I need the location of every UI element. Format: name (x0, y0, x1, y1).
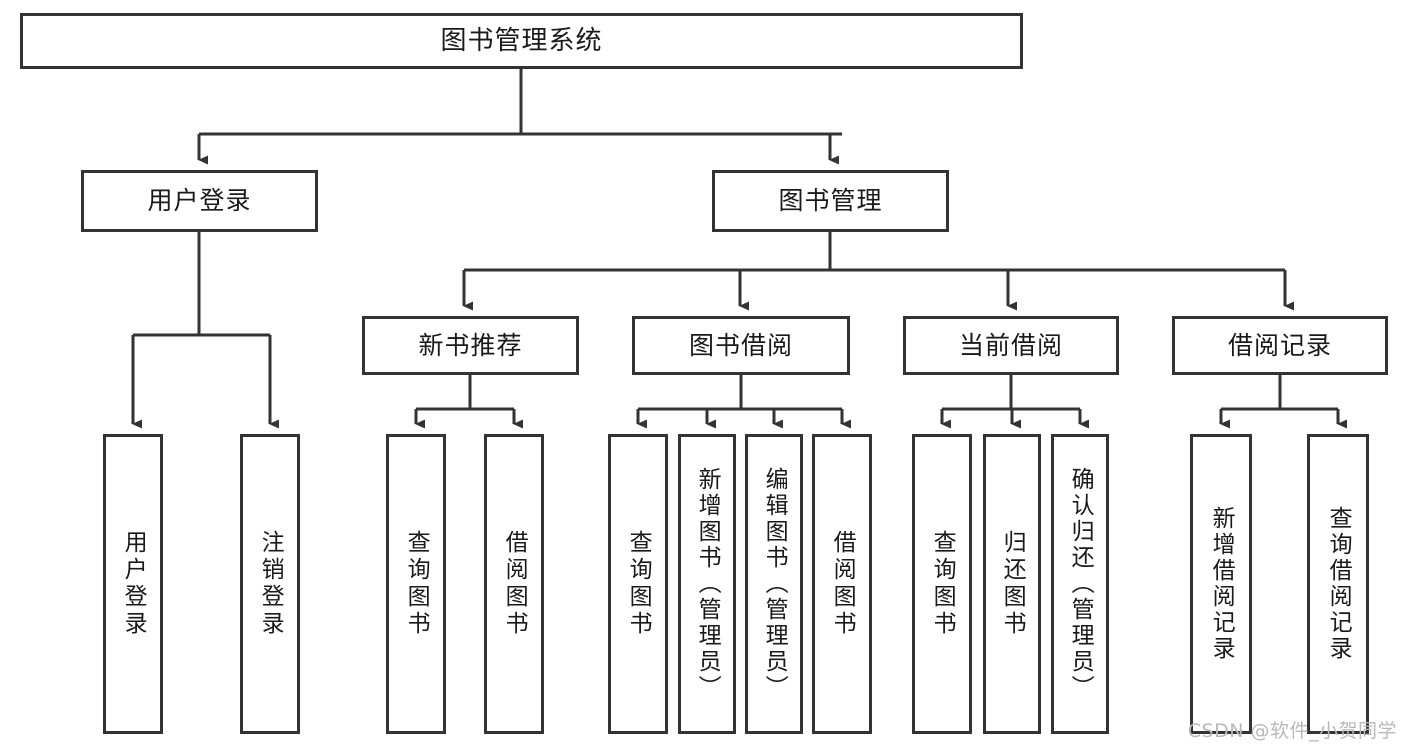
node-label: 查询借阅记录 (1325, 506, 1352, 662)
node-borrow-record[interactable]: 借阅记录 (1172, 316, 1388, 375)
leaf-logout[interactable]: 注销登录 (240, 434, 300, 734)
node-label: 当前借阅 (958, 330, 1063, 360)
leaf-query-book-current[interactable]: 查询图书 (912, 434, 972, 734)
node-label: 查询图书 (929, 530, 956, 638)
node-new-book-recommend[interactable]: 新书推荐 (362, 316, 579, 375)
node-label: 注销登录 (257, 530, 284, 638)
node-root-system[interactable]: 图书管理系统 (20, 13, 1023, 69)
leaf-borrow-book[interactable]: 借阅图书 (812, 434, 872, 734)
node-label: 借阅图书 (501, 530, 528, 638)
node-label: 新书推荐 (418, 330, 523, 360)
node-book-management[interactable]: 图书管理 (712, 170, 949, 232)
leaf-confirm-return-admin[interactable]: 确认归还（管理员） (1051, 434, 1109, 734)
node-label: 借阅记录 (1227, 330, 1332, 360)
node-label: 图书管理 (778, 186, 883, 216)
node-label: 查询图书 (625, 530, 652, 638)
node-label: 借阅图书 (829, 530, 856, 638)
node-book-borrow[interactable]: 图书借阅 (632, 316, 850, 375)
node-label: 用户登录 (120, 530, 147, 638)
csdn-watermark: CSDN @软件_小贺同学 (1187, 720, 1397, 742)
leaf-return-book[interactable]: 归还图书 (983, 434, 1041, 734)
node-label: 图书管理系统 (440, 25, 603, 56)
leaf-user-login[interactable]: 用户登录 (103, 434, 163, 734)
leaf-edit-book-admin[interactable]: 编辑图书（管理员） (745, 434, 803, 734)
node-label: 图书借阅 (688, 330, 793, 360)
leaf-query-borrow-record[interactable]: 查询借阅记录 (1307, 434, 1369, 734)
leaf-add-borrow-record[interactable]: 新增借阅记录 (1190, 434, 1252, 734)
node-label: 新增图书（管理员） (694, 467, 721, 701)
node-label: 查询图书 (403, 530, 430, 638)
node-label: 用户登录 (147, 186, 252, 216)
leaf-borrow-book-recommend[interactable]: 借阅图书 (484, 434, 544, 734)
node-label: 编辑图书（管理员） (761, 467, 788, 701)
node-label: 归还图书 (999, 530, 1026, 638)
node-label: 新增借阅记录 (1208, 506, 1235, 662)
leaf-query-book-borrow[interactable]: 查询图书 (608, 434, 668, 734)
node-current-borrow[interactable]: 当前借阅 (903, 316, 1119, 375)
node-user-login[interactable]: 用户登录 (81, 170, 318, 232)
leaf-query-book-recommend[interactable]: 查询图书 (386, 434, 446, 734)
node-label: 确认归还（管理员） (1067, 467, 1094, 701)
leaf-add-book-admin[interactable]: 新增图书（管理员） (678, 434, 736, 734)
